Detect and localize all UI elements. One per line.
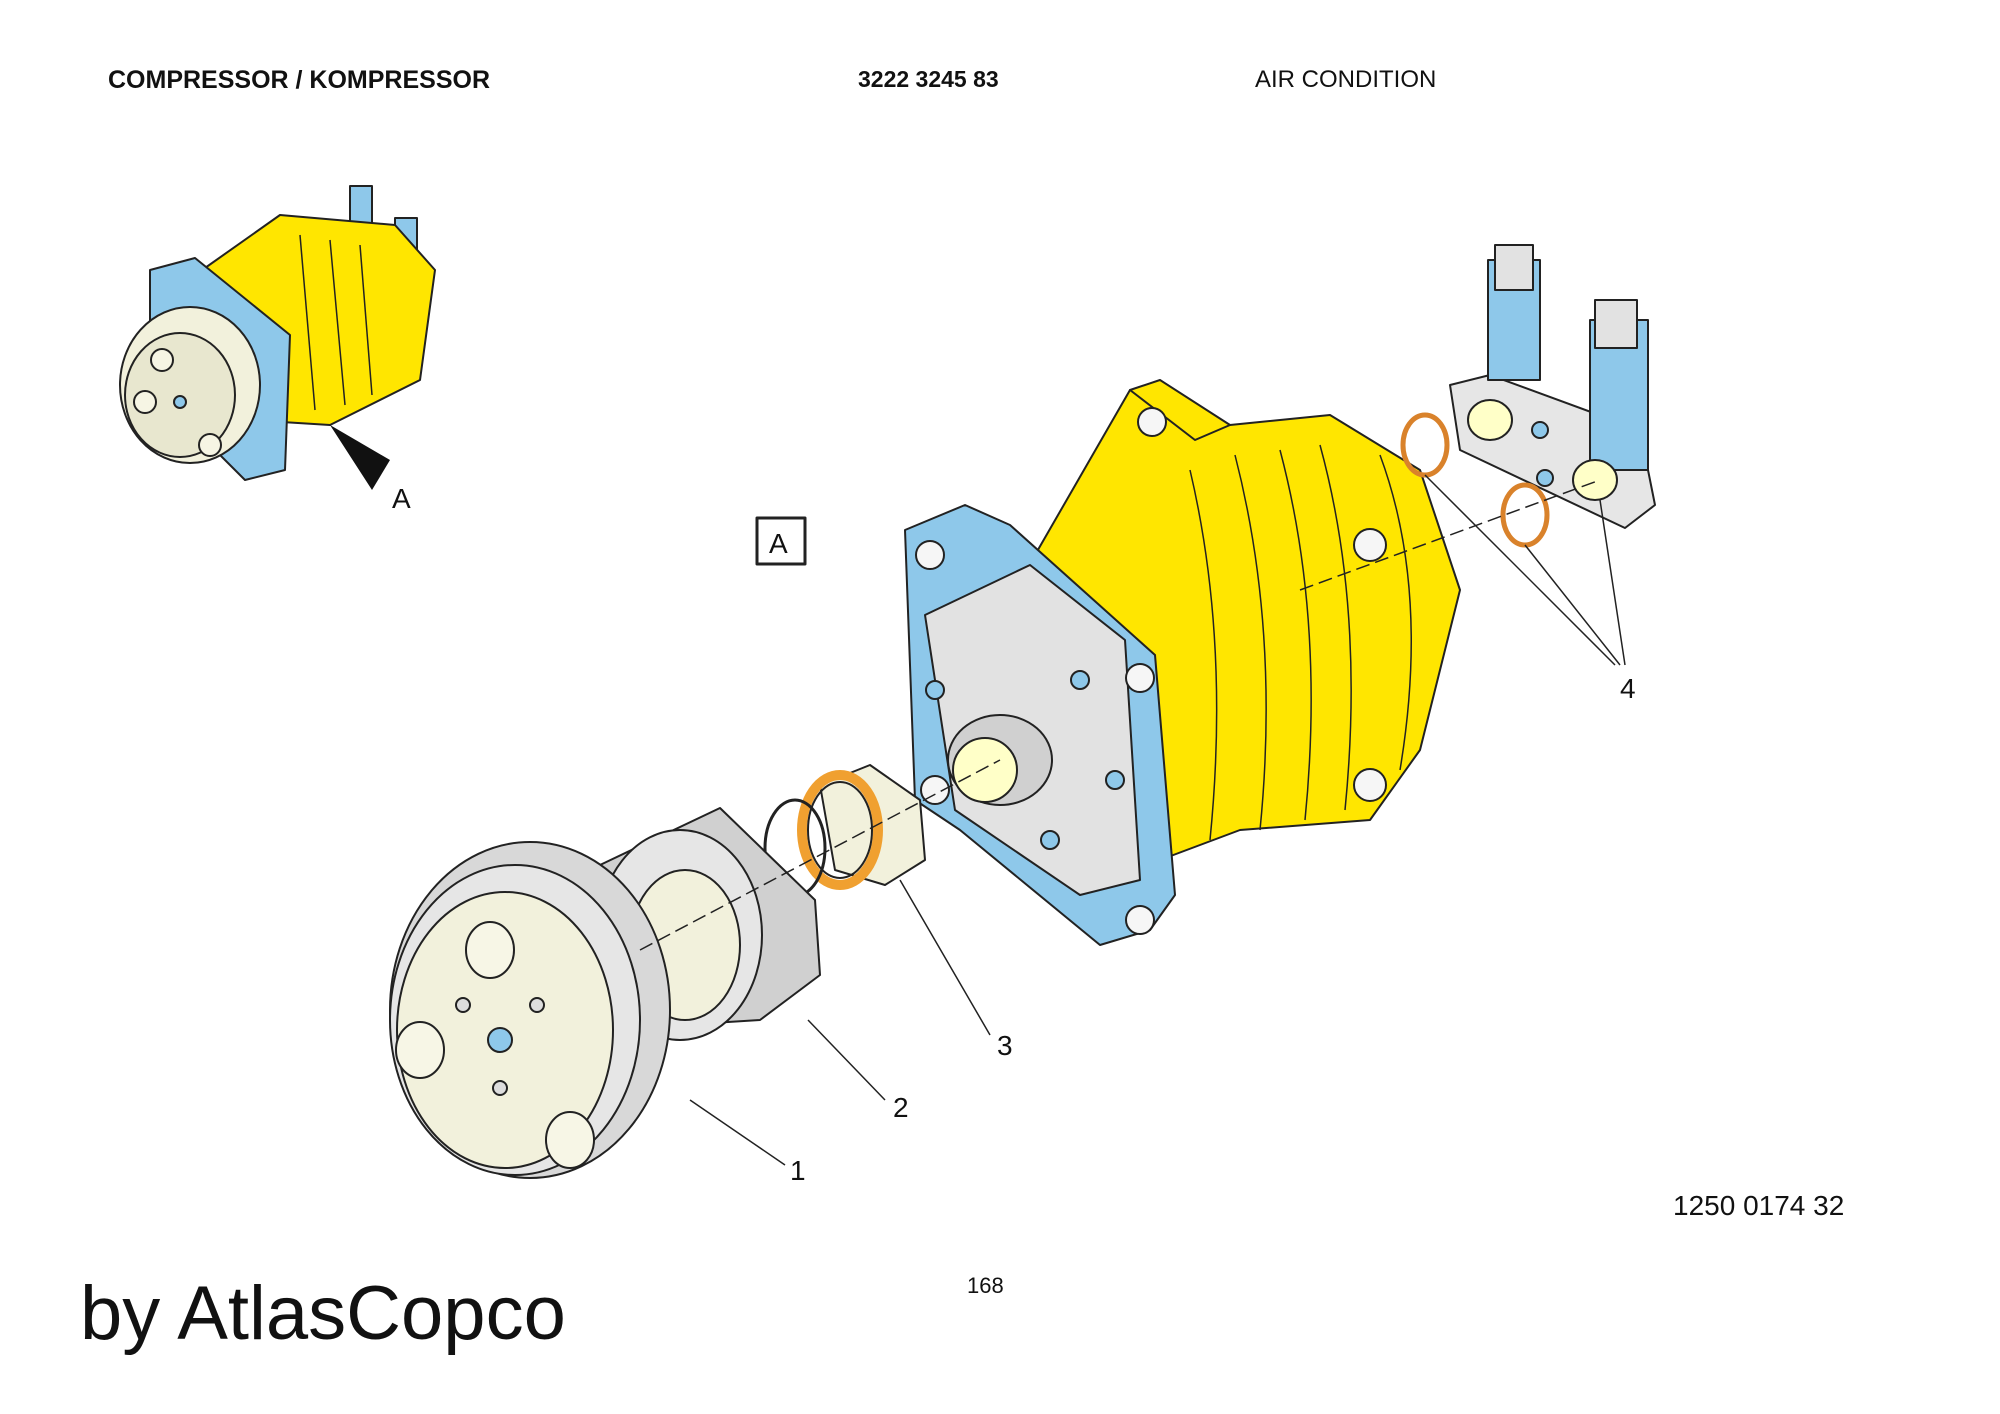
rear-manifold [1449,244,1656,529]
overview-arrow-label: A [392,483,411,514]
header-title: COMPRESSOR / KOMPRESSOR [108,66,490,94]
page-number: 168 [967,1273,1004,1298]
callout-1: 1 [790,1155,806,1186]
header-section: AIR CONDITION [1255,66,1437,93]
drawing-number: 1250 0174 32 [1673,1190,1845,1221]
callout-2: 2 [893,1092,909,1123]
pulley [389,841,671,1179]
shaft-seal [797,764,926,890]
overview-compressor [119,185,436,490]
view-label: A [769,528,788,559]
callout-3: 3 [997,1030,1013,1061]
header-part-number: 3222 3245 83 [858,66,999,92]
watermark: by AtlasCopco [80,1271,566,1356]
main-compressor [904,379,1461,946]
callout-4: 4 [1620,673,1636,704]
